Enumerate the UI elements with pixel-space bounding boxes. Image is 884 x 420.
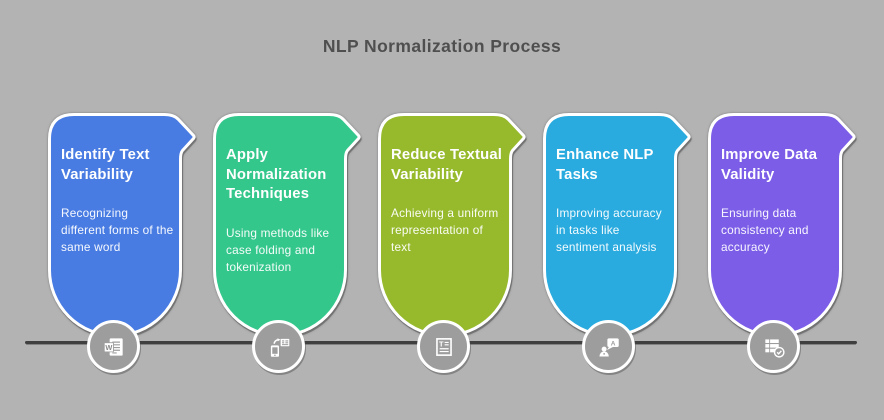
bookmark-shape	[48, 113, 196, 337]
bookmark-shape	[708, 113, 856, 337]
text-document-icon: T	[417, 320, 470, 373]
step-description: Achieving a uniform representation of te…	[391, 206, 499, 255]
step-description: Improving accuracy in tasks like sentime…	[556, 206, 662, 255]
step-description: Ensuring data consistency and accuracy	[721, 206, 809, 255]
step-card-identify-text-variability: Identify Text Variability Recognizing di…	[48, 113, 196, 337]
svg-text:T: T	[439, 339, 444, 348]
mobile-sync-icon	[252, 320, 305, 373]
bookmark-shape	[378, 113, 526, 337]
page-title: NLP Normalization Process	[322, 36, 562, 56]
svg-text:W: W	[105, 342, 112, 351]
card-body: Reduce Textual Variability Achieving a u…	[391, 146, 505, 256]
step-title: Apply Normalization Techniques	[226, 147, 327, 203]
word-document-icon: W	[87, 320, 140, 373]
svg-text:A: A	[610, 340, 615, 347]
step-card-improve-data-validity: Improve Data Validity Ensuring data cons…	[708, 113, 856, 337]
bookmark-shape	[543, 113, 691, 337]
step-title: Identify Text Variability	[61, 147, 150, 183]
step-card-reduce-textual-variability: Reduce Textual Variability Achieving a u…	[378, 113, 526, 337]
card-body: Enhance NLP Tasks Improving accuracy in …	[556, 146, 670, 256]
step-card-apply-normalization-techniques: Apply Normalization Techniques Using met…	[213, 113, 361, 337]
card-body: Apply Normalization Techniques Using met…	[226, 146, 340, 276]
card-body: Identify Text Variability Recognizing di…	[61, 146, 175, 256]
table-check-icon	[747, 320, 800, 373]
step-description: Recognizing different forms of the same …	[61, 206, 174, 255]
step-title: Improve Data Validity	[721, 147, 818, 183]
bookmark-shape	[213, 113, 361, 337]
step-description: Using methods like case folding and toke…	[226, 225, 330, 274]
step-title: Enhance NLP Tasks	[556, 147, 654, 183]
card-body: Improve Data Validity Ensuring data cons…	[721, 146, 835, 256]
person-chat-icon: A	[582, 320, 635, 373]
step-title: Reduce Textual Variability	[391, 147, 503, 183]
step-card-enhance-nlp-tasks: Enhance NLP Tasks Improving accuracy in …	[543, 113, 691, 337]
